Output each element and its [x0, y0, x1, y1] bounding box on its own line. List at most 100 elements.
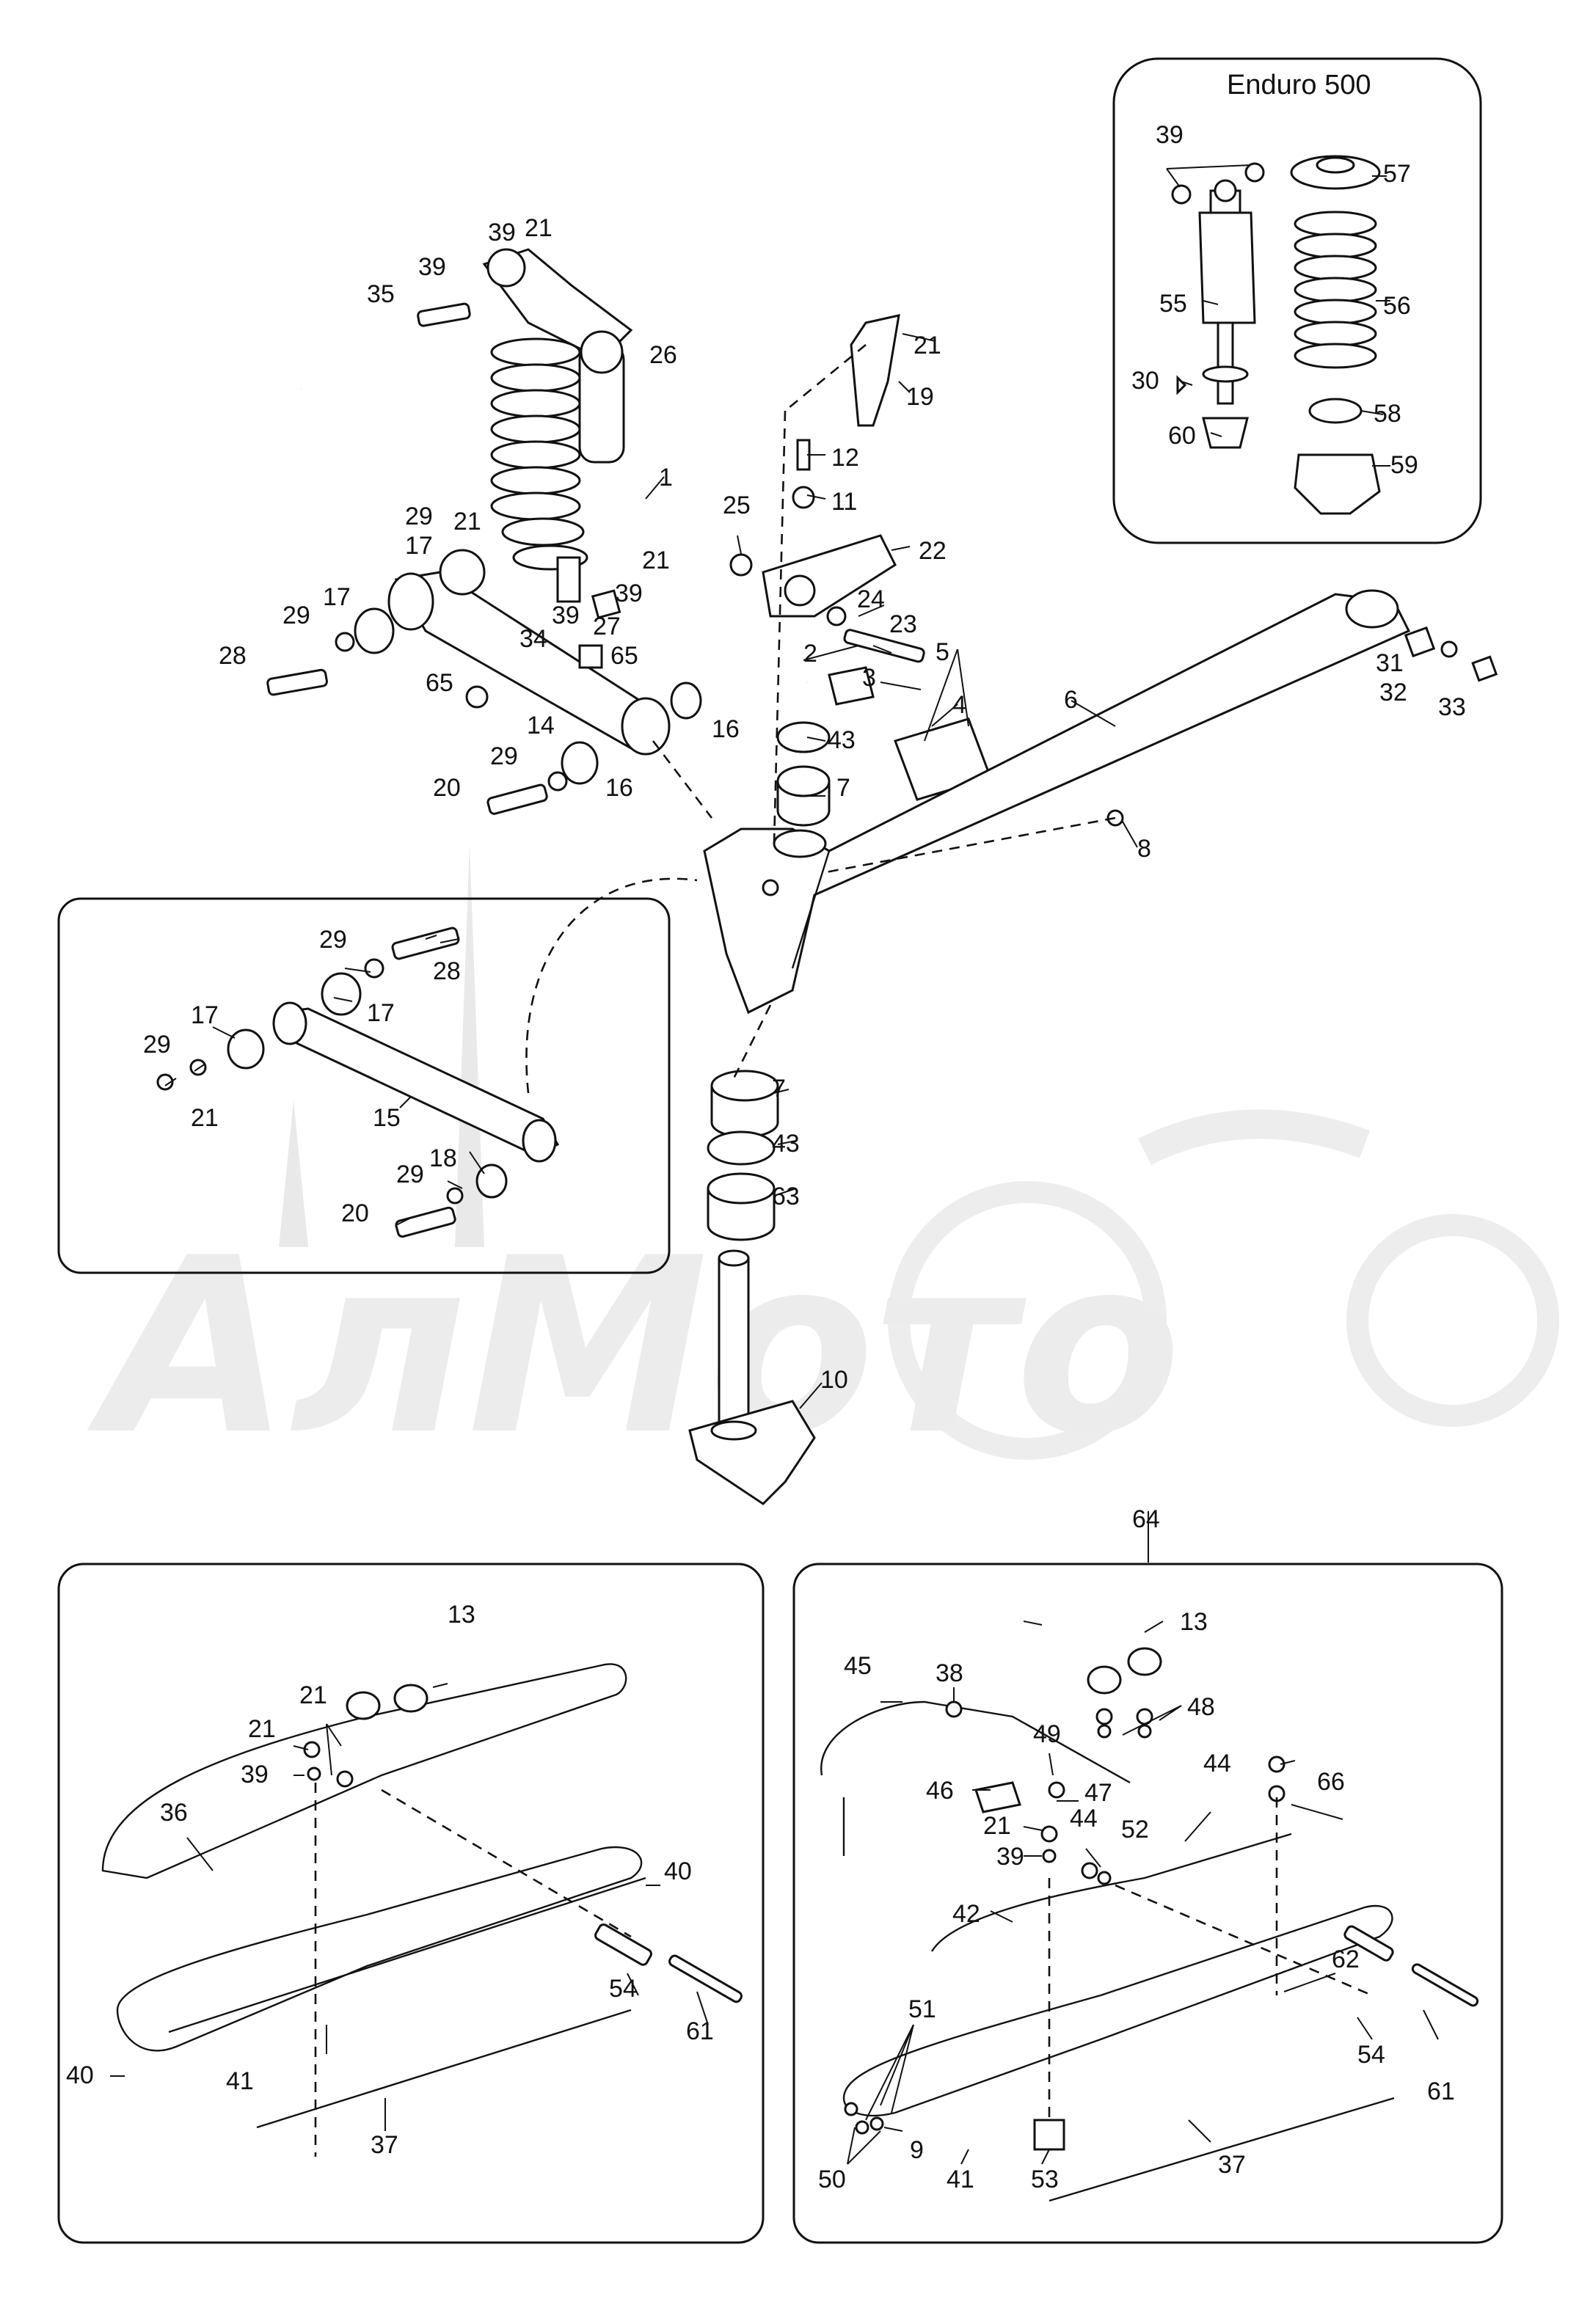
callout-44: 44 — [1203, 1750, 1231, 1777]
callout-32: 32 — [1379, 679, 1407, 706]
callout-23: 23 — [889, 610, 917, 638]
callout-21: 21 — [191, 1104, 219, 1132]
callout-26: 26 — [649, 341, 677, 369]
callout-40: 40 — [66, 2061, 94, 2089]
watermark-text: АлМото — [84, 1206, 1181, 1488]
callout-42: 42 — [952, 1900, 980, 1928]
callout-21: 21 — [914, 332, 941, 359]
callout-57: 57 — [1383, 160, 1411, 188]
callout-64: 64 — [1132, 1505, 1160, 1533]
callout-30: 30 — [1131, 367, 1159, 395]
callout-19: 19 — [906, 383, 934, 411]
enduro-500-inset-box — [1112, 57, 1482, 544]
callout-22: 22 — [919, 537, 947, 565]
steering-spindle-10 — [688, 1249, 816, 1505]
callout-54: 54 — [609, 1975, 637, 2003]
callout-50: 50 — [818, 2166, 846, 2193]
callout-59: 59 — [1390, 451, 1418, 479]
callout-54: 54 — [1357, 2041, 1385, 2069]
callout-65: 65 — [610, 642, 638, 670]
callout-55: 55 — [1159, 290, 1187, 318]
callout-47: 47 — [1084, 1779, 1112, 1807]
callout-11: 11 — [831, 488, 857, 516]
callout-16: 16 — [712, 715, 740, 743]
callout-37: 37 — [371, 2131, 398, 2159]
callout-52: 52 — [1121, 1816, 1149, 1844]
callout-46: 46 — [926, 1777, 954, 1805]
callout-39: 39 — [241, 1761, 269, 1788]
callout-29: 29 — [282, 602, 310, 629]
callout-41: 41 — [226, 2067, 254, 2095]
callout-8: 8 — [1137, 835, 1151, 863]
callout-5: 5 — [936, 638, 949, 666]
shock-absorber — [482, 248, 633, 603]
callout-17: 17 — [191, 1001, 219, 1029]
main-frame — [703, 593, 1411, 1015]
callout-39: 39 — [615, 580, 643, 607]
callout-45: 45 — [844, 1652, 872, 1680]
callout-43: 43 — [828, 726, 856, 754]
callout-28: 28 — [219, 642, 247, 670]
callout-13: 13 — [448, 1601, 475, 1629]
callout-62: 62 — [1332, 1945, 1360, 1973]
callout-33: 33 — [1438, 693, 1466, 721]
callout-53: 53 — [1031, 2166, 1059, 2193]
callout-48: 48 — [1187, 1693, 1215, 1721]
callout-39: 39 — [996, 1843, 1024, 1871]
main-assembly — [266, 248, 1498, 1505]
callout-18: 18 — [429, 1144, 457, 1172]
callout-20: 20 — [433, 774, 461, 802]
callout-58: 58 — [1374, 400, 1401, 428]
callout-39: 39 — [552, 602, 580, 629]
inset-title: Enduro 500 — [1227, 70, 1371, 101]
callout-60: 60 — [1168, 422, 1196, 450]
ski-assembly-alt-inset-box — [792, 1563, 1503, 2244]
ski-assembly-left — [101, 1663, 743, 2157]
callout-16: 16 — [605, 774, 633, 802]
callout-21: 21 — [525, 214, 553, 242]
callout-39: 39 — [1156, 121, 1184, 149]
callout-14: 14 — [527, 712, 555, 739]
leader-lines — [110, 164, 1439, 2165]
callout-29: 29 — [405, 503, 433, 530]
callout-51: 51 — [908, 1995, 936, 2023]
callout-15: 15 — [373, 1104, 401, 1132]
callout-41: 41 — [947, 2166, 974, 2193]
callout-17: 17 — [405, 532, 433, 560]
callout-65: 65 — [426, 669, 453, 697]
callout-39: 39 — [488, 219, 516, 246]
callout-24: 24 — [857, 585, 885, 613]
callout-36: 36 — [160, 1799, 188, 1827]
arm-15 — [277, 1007, 560, 1157]
callout-39: 39 — [418, 253, 446, 281]
callout-21: 21 — [453, 508, 481, 536]
callout-28: 28 — [433, 957, 461, 985]
callout-27: 27 — [593, 613, 621, 640]
callout-10: 10 — [820, 1366, 848, 1394]
callout-20: 20 — [341, 1199, 369, 1227]
callout-61: 61 — [1427, 2078, 1455, 2105]
callout-12: 12 — [831, 444, 859, 472]
callout-25: 25 — [723, 492, 751, 519]
callout-29: 29 — [490, 742, 518, 770]
callout-7: 7 — [772, 1075, 786, 1103]
callout-4: 4 — [952, 691, 966, 719]
callout-21: 21 — [248, 1715, 276, 1743]
callout-56: 56 — [1383, 292, 1411, 320]
alternate-arm-assembly — [156, 927, 560, 1238]
callout-21: 21 — [983, 1812, 1011, 1840]
callout-29: 29 — [396, 1161, 424, 1188]
callout-35: 35 — [367, 280, 395, 308]
alternate-arm-inset-box — [57, 897, 671, 1274]
callout-44: 44 — [1070, 1805, 1098, 1832]
callout-40: 40 — [664, 1857, 692, 1885]
callout-29: 29 — [319, 926, 347, 954]
callout-34: 34 — [519, 625, 547, 653]
callout-6: 6 — [1064, 686, 1078, 714]
callout-61: 61 — [686, 2017, 714, 2045]
callout-37: 37 — [1218, 2151, 1246, 2179]
callout-2: 2 — [803, 640, 817, 668]
callout-38: 38 — [936, 1659, 963, 1687]
enduro-500-parts — [1171, 155, 1381, 515]
